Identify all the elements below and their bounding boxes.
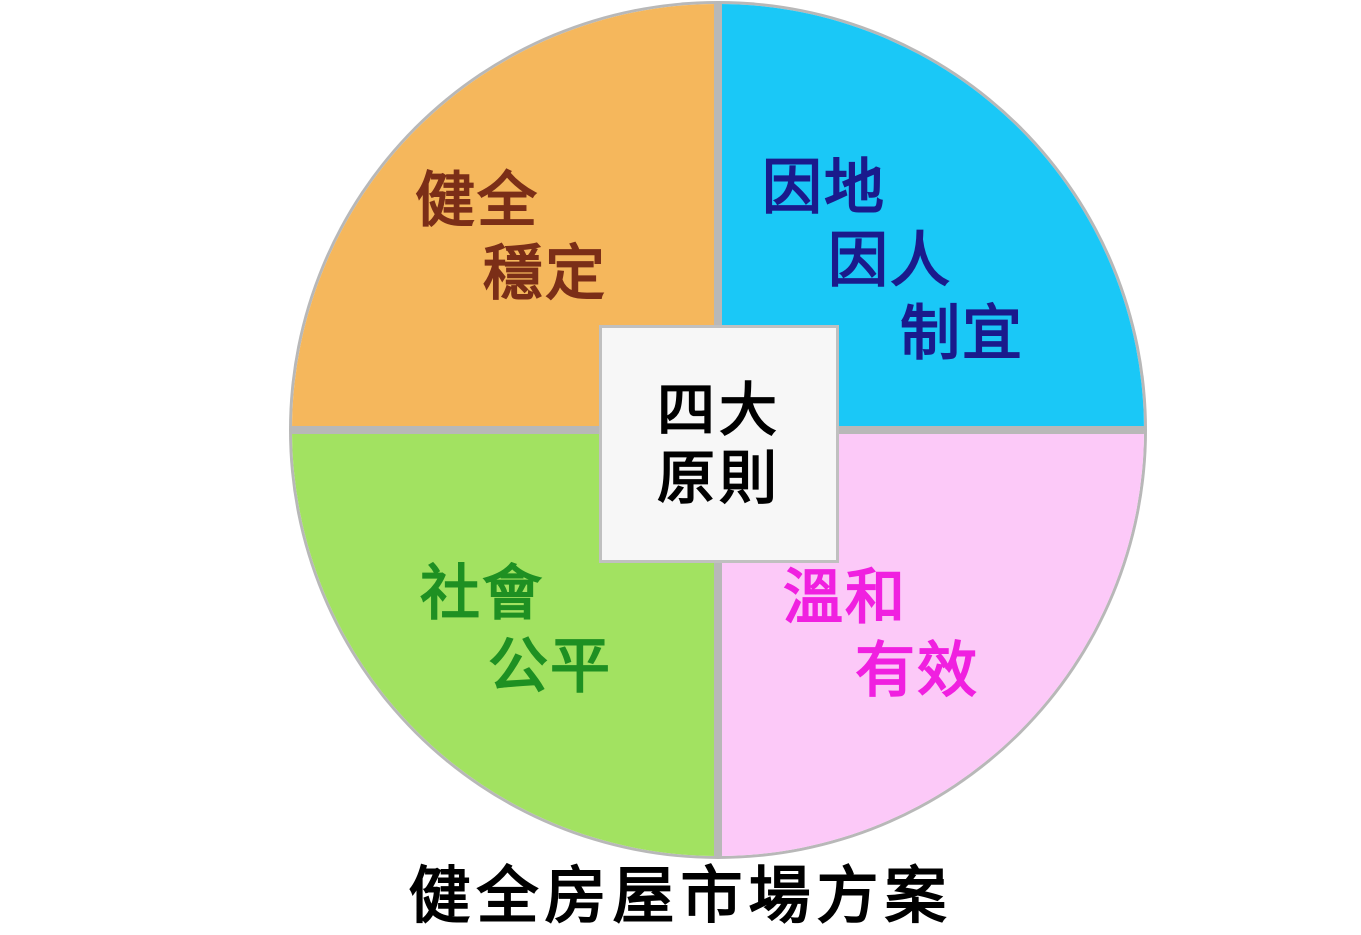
quadrant-label-bottom-right: 溫和 有效 — [783, 562, 979, 708]
quadrant-label-bottom-right-line-2: 有效 — [855, 636, 979, 707]
center-label-card: 四大 原則 — [599, 325, 839, 563]
center-label-line-1: 四大 — [656, 375, 781, 444]
quadrant-top-right[interactable] — [720, 4, 1144, 428]
quadrant-label-bottom-left-line-1: 社會 — [420, 559, 544, 629]
quadrant-label-top-right-line-3: 制宜 — [900, 299, 1024, 370]
center-label-line-2: 原則 — [656, 444, 781, 512]
diagram-caption: 健全房屋市場方案 — [408, 859, 953, 932]
quadrant-label-bottom-right-line-1: 溫和 — [783, 563, 907, 633]
quadrant-label-bottom-left: 社會 公平 — [420, 558, 612, 704]
quadrant-label-top-left: 健全 穩定 — [415, 165, 607, 311]
quadrant-label-top-left-line-2: 穩定 — [483, 239, 607, 310]
quadrant-label-top-left-line-1: 健全 — [415, 166, 539, 236]
quadrant-label-top-right-line-2: 因人 — [828, 226, 952, 297]
quadrant-label-top-right-line-1: 因地 — [762, 153, 886, 223]
quadrant-label-top-right: 因地 因人 制宜 — [762, 152, 1024, 372]
quadrant-bottom-right[interactable] — [720, 432, 1144, 856]
quadrant-label-bottom-left-line-2: 公平 — [488, 632, 612, 703]
